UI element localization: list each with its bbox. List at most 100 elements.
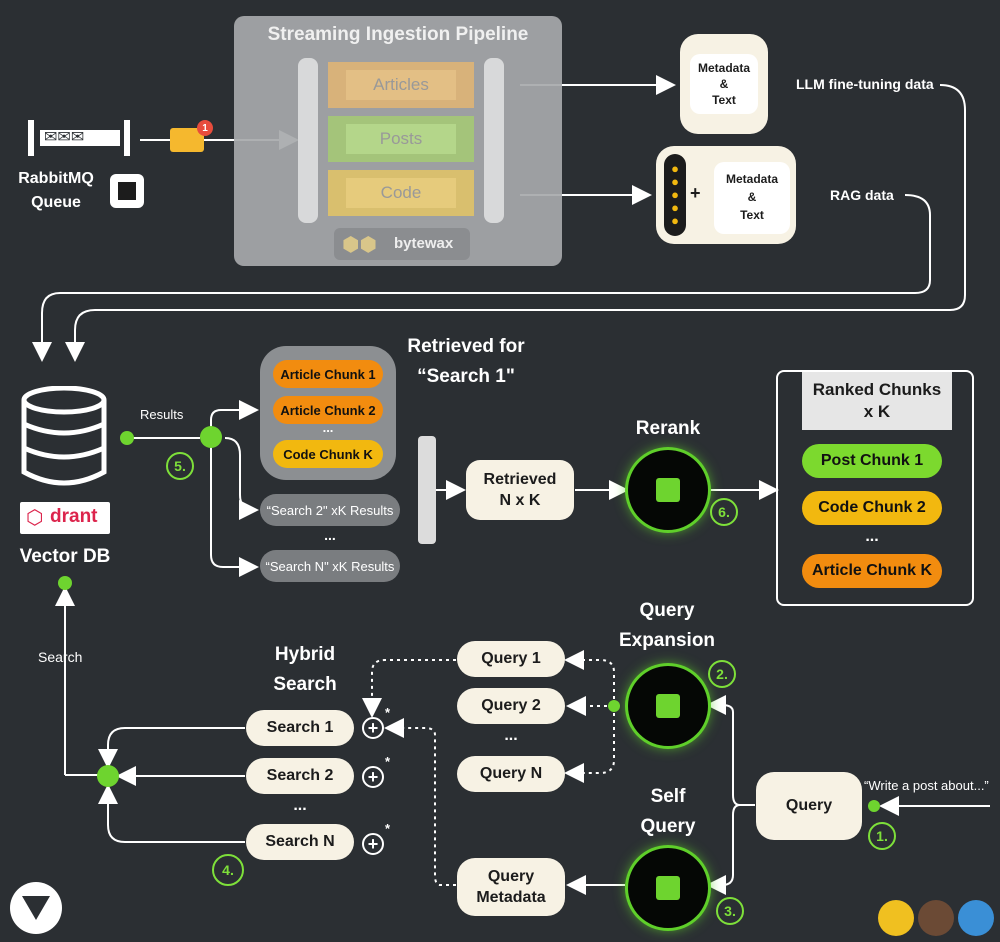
queue-label-line1: RabbitMQ — [18, 170, 94, 187]
search-label: Search — [38, 649, 83, 665]
rerank-label: Rerank — [635, 418, 701, 439]
ranked-title-line1: Ranked Chunks — [812, 380, 942, 399]
finetune-label: LLM fine-tuning data — [796, 76, 934, 92]
ranked-chunks-panel — [776, 370, 974, 606]
query-input-dot — [868, 800, 880, 812]
embedding-dots: ●●●●● — [671, 161, 679, 228]
article-chunk-2: Article Chunk 2 — [273, 396, 383, 424]
results-label: Results — [140, 407, 184, 422]
self-query-line2: Query — [640, 816, 696, 837]
star-1: * — [385, 705, 391, 720]
retrieved-title-line2: “Search 1" — [417, 366, 515, 387]
vector-db-output-dot — [120, 431, 134, 445]
rag-text-text: Text — [740, 208, 764, 222]
search-2-box: Search 2 — [246, 758, 354, 794]
finetune-amp-text: & — [719, 77, 729, 91]
step-1-badge: 1. — [868, 822, 896, 850]
rag-amp-text: & — [747, 190, 757, 204]
finetune-metadata-text: Metadata — [697, 61, 750, 75]
results-ellipsis: ... — [324, 527, 336, 543]
qdrant-label: drant — [50, 506, 98, 527]
fox-logo-icon — [10, 882, 62, 934]
envelope-icon: ✉✉✉ — [44, 129, 85, 146]
finetune-text-text: Text — [712, 93, 736, 107]
hybrid-merge-node — [97, 765, 119, 787]
step-2-badge: 2. — [708, 660, 736, 688]
query-1-box: Query 1 — [457, 641, 565, 677]
pipeline-right-bar — [484, 58, 504, 223]
query-prompt-text: “Write a post about...” — [864, 778, 989, 793]
rag-metadata-panel: Metadata & Text — [714, 162, 790, 234]
queue-label-line2: Queue — [31, 194, 81, 211]
results-split-node — [200, 426, 222, 448]
hexagon-icon: ⬢⬢ — [342, 234, 377, 256]
rag-label: RAG data — [830, 187, 894, 203]
source-articles-label: Articles — [346, 70, 456, 100]
qe-split-node — [608, 700, 620, 712]
author-avatar-3 — [958, 900, 994, 936]
merge-bar — [418, 436, 436, 544]
search-n-box: Search N — [246, 824, 354, 860]
hybrid-title-line1: Hybrid — [274, 644, 336, 665]
query-box: Query — [756, 772, 862, 840]
query-n-box: Query N — [457, 756, 565, 792]
vector-db-input-dot — [58, 576, 72, 590]
database-cylinder-icon — [21, 385, 107, 486]
article-chunk-1: Article Chunk 1 — [273, 360, 383, 388]
finetune-data-box: Metadata & Text — [680, 34, 768, 134]
rabbitmq-logo-icon — [110, 174, 144, 208]
step-4-badge: 4. — [212, 854, 244, 886]
plus-icon-1: + — [362, 717, 384, 739]
code-chunk-2: Code Chunk 2 — [802, 491, 942, 525]
rabbitmq-queue-icon: ✉✉✉ — [28, 120, 130, 156]
retrieved-nk-line2: N x K — [499, 492, 541, 509]
qdrant-logo: ⬡ drant — [20, 502, 110, 534]
author-avatar-1 — [878, 900, 914, 936]
chunks-ellipsis: ... — [322, 420, 334, 435]
source-posts-label: Posts — [346, 124, 456, 154]
database-icon — [20, 385, 108, 486]
star-n: * — [385, 821, 391, 836]
query-2-box: Query 2 — [457, 688, 565, 724]
search-1-box: Search 1 — [246, 710, 354, 746]
bytewax-label: bytewax — [394, 235, 454, 252]
retrieved-nk-line1: Retrieved — [483, 471, 557, 488]
hybrid-title-line2: Search — [273, 674, 337, 695]
searches-ellipsis: ... — [293, 797, 307, 814]
sq-chip-core — [656, 876, 680, 900]
search-n-results: “Search N" xK Results — [260, 550, 400, 582]
retrieved-nk-box: Retrieved N x K — [466, 460, 574, 520]
ranked-title-box: Ranked Chunks x K — [802, 372, 952, 430]
query-metadata-line2: Metadata — [476, 889, 546, 906]
rag-plus-sign: + — [690, 183, 701, 203]
query-metadata-line1: Query — [487, 868, 535, 885]
query-expansion-line1: Query — [639, 600, 695, 621]
bytewax-logo: ⬢⬢ bytewax — [334, 228, 470, 260]
source-code-label: Code — [346, 178, 456, 208]
query-expansion-line2: Expansion — [618, 630, 716, 651]
qe-chip-core — [656, 694, 680, 718]
queries-ellipsis: ... — [504, 727, 518, 744]
post-chunk-1: Post Chunk 1 — [802, 444, 942, 478]
step-5-badge: 5. — [166, 452, 194, 480]
step-6-badge: 6. — [710, 498, 738, 526]
ranked-title-line2: x K — [863, 402, 891, 421]
rerank-chip-core — [656, 478, 680, 502]
retrieved-title-line1: Retrieved for — [407, 336, 525, 357]
code-chunk-k: Code Chunk K — [273, 440, 383, 468]
plus-icon-n: + — [362, 833, 384, 855]
pipeline-left-bar — [298, 58, 318, 223]
pipeline-title: Streaming Ingestion Pipeline — [267, 24, 529, 45]
star-2: * — [385, 754, 391, 769]
self-query-line1: Self — [650, 786, 686, 807]
vector-db-label: Vector DB — [19, 546, 111, 567]
article-chunk-k: Article Chunk K — [802, 554, 942, 588]
vector-embedding-icon — [664, 154, 686, 236]
rag-metadata-text: Metadata — [725, 172, 778, 186]
notification-badge: 1 — [197, 120, 213, 136]
author-avatar-2 — [918, 900, 954, 936]
ranked-ellipsis: ... — [865, 528, 879, 545]
